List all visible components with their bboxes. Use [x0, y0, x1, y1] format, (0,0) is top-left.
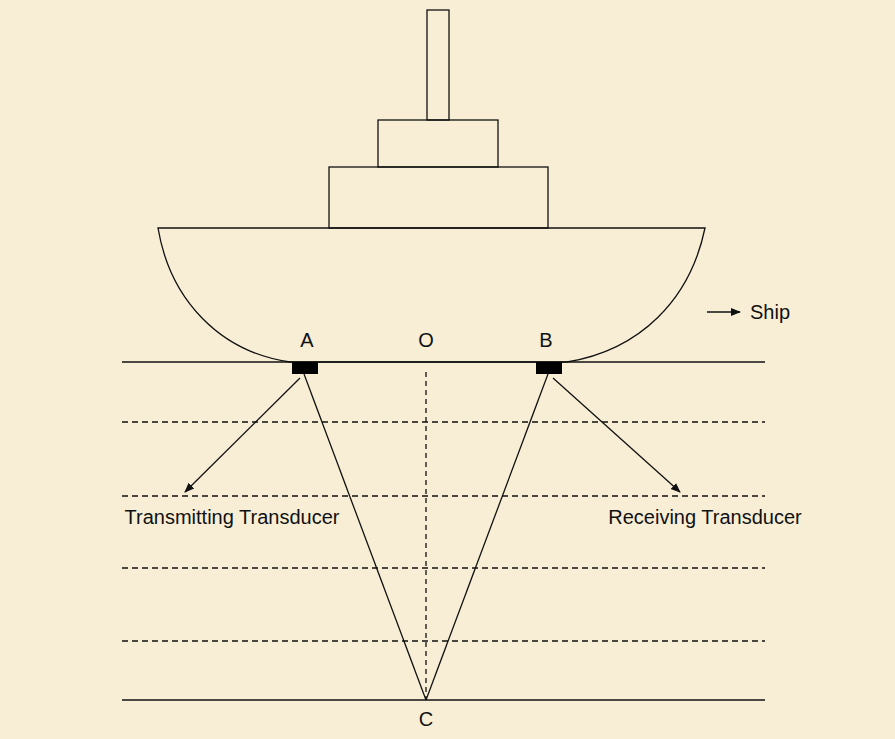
point-label: O — [415, 329, 437, 351]
point-label: A — [297, 329, 316, 351]
part-label: Transmitting Transducer — [122, 506, 343, 528]
water-surface — [122, 361, 765, 362]
echo-path — [426, 374, 548, 700]
point-label: C — [416, 708, 436, 730]
depth-line — [425, 372, 426, 700]
water-layers — [122, 422, 765, 641]
leader-arrow — [707, 311, 740, 312]
upper-cabin — [378, 120, 498, 167]
sea-bed — [122, 699, 765, 700]
part-label: Ship — [747, 301, 793, 323]
leader-arrow — [185, 378, 300, 492]
transmitting-transducer — [292, 362, 318, 374]
lower-cabin — [329, 167, 548, 228]
point-label: B — [536, 329, 555, 351]
leader-arrow — [553, 378, 680, 492]
ship-hull — [158, 228, 705, 362]
sound-path — [304, 374, 426, 700]
receiving-transducer — [536, 362, 562, 374]
part-label: Receiving Transducer — [605, 506, 804, 528]
mast — [427, 10, 449, 120]
